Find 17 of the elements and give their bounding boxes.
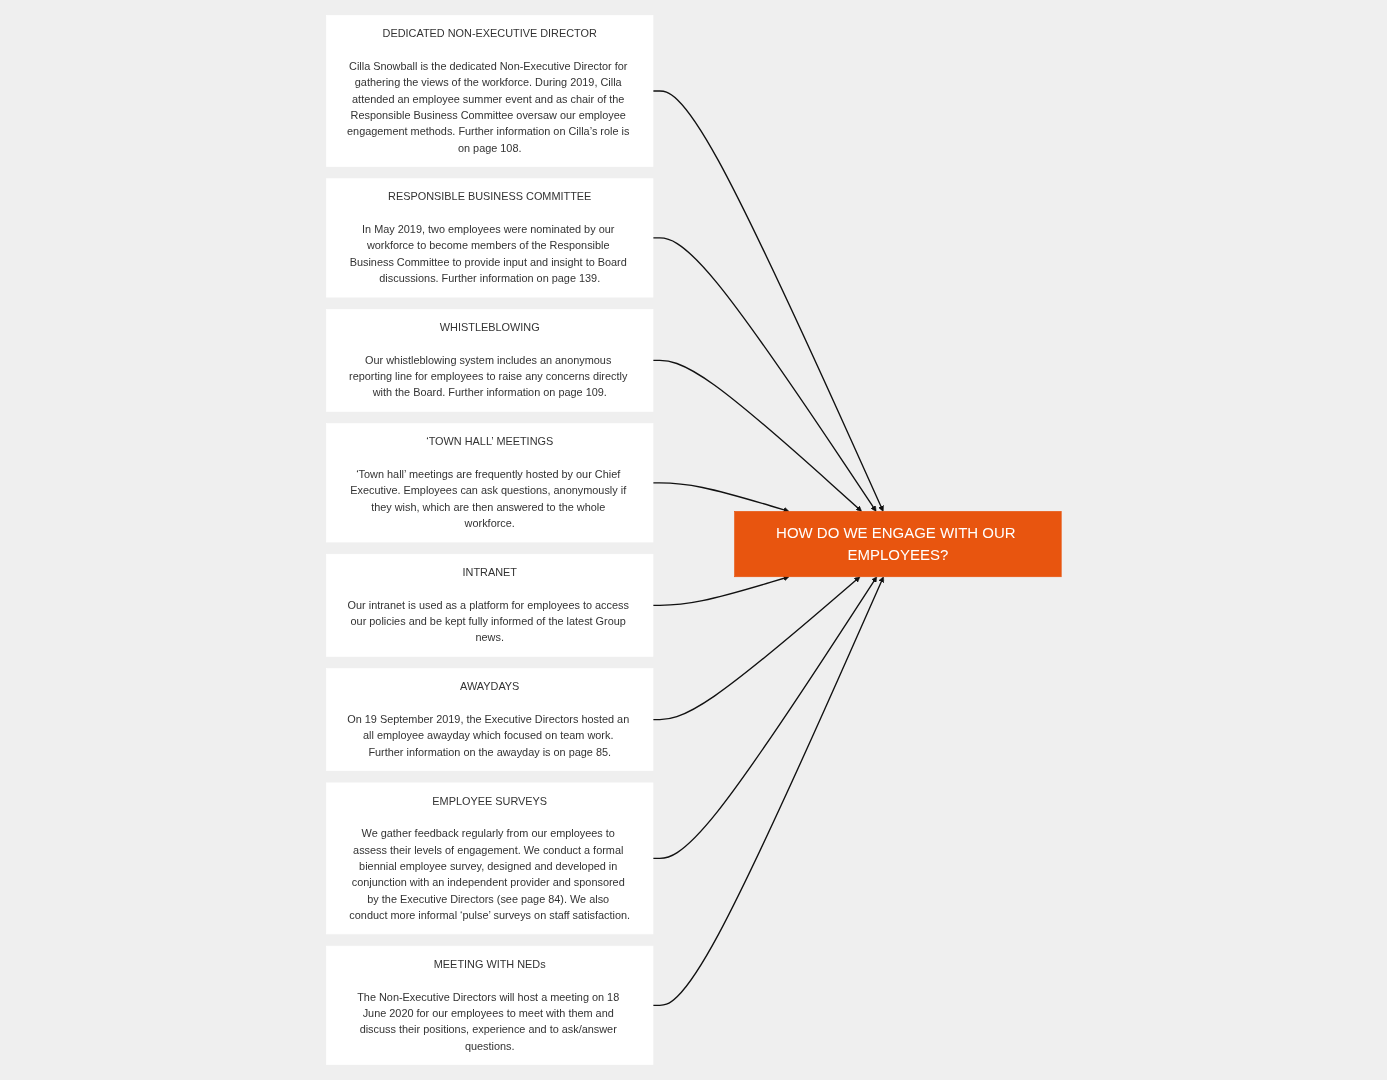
arrow: [652, 575, 789, 606]
node-box: HOW DO WE ENGAGE WITH OUR EMPLOYEES?: [733, 511, 1062, 578]
arrow: [652, 359, 862, 512]
node-box: INTRANET Our intranet is used as a platform for employees to access our policies and be kept fully informed of the latest Group news.: [325, 553, 653, 657]
node-box: ‘TOWN HALL’ MEETINGS ‘Town hall’ meetings are frequently hosted by our Chief Executive. Employees can ask questions, anonymously if they wish, which are then answered to the whole workforce.: [325, 423, 653, 543]
arrow: [652, 482, 789, 513]
arrow: [652, 90, 884, 512]
node-box: RESPONSIBLE BUSINESS COMMITTEE In May 2019, two employees were nominated by our workforce to become members of the Responsible Business Committee to provide input and insight to Board discussions. Further information on page 139.: [325, 178, 653, 298]
arrow: [652, 576, 877, 860]
node-box: WHISTLEBLOWING Our whistleblowing system includes an anonymous reporting line for employees to raise any concerns directly with the Board. Further information on page 109.: [325, 309, 653, 412]
arrow: [652, 237, 877, 512]
node-box: AWAYDAYS On 19 September 2019, the Executive Directors hosted an all employee awayday which focused on team work. Further information on the awayday is on page 85.: [325, 668, 653, 771]
node-box: MEETING WITH NEDs The Non-Executive Directors will host a meeting on 18 June 2020 for our employees to meet with them and discuss their positions, experience and to ask/answer questions.: [325, 945, 653, 1065]
arrow: [652, 576, 860, 721]
node-box: EMPLOYEE SURVEYS We gather feedback regularly from our employees to assess their levels of engagement. We conduct a formal biennial employee survey, designed and developed in conjunction with an independent provider and sponsored by the Executive Directors (see page 84). We also conduct more informal ‘pulse’ surveys on staff satisfaction.: [325, 782, 653, 935]
arrow: [652, 576, 884, 1007]
node-box: DEDICATED NON-EXECUTIVE DIRECTOR Cilla Snowball is the dedicated Non-Executive Director for gathering the views of the workforce. During 2019, Cilla attended an employee summer event and as chair of the Responsible Business Committee oversaw our employee engagement methods. Further information on Cilla’s role is on page 108.: [325, 15, 653, 167]
